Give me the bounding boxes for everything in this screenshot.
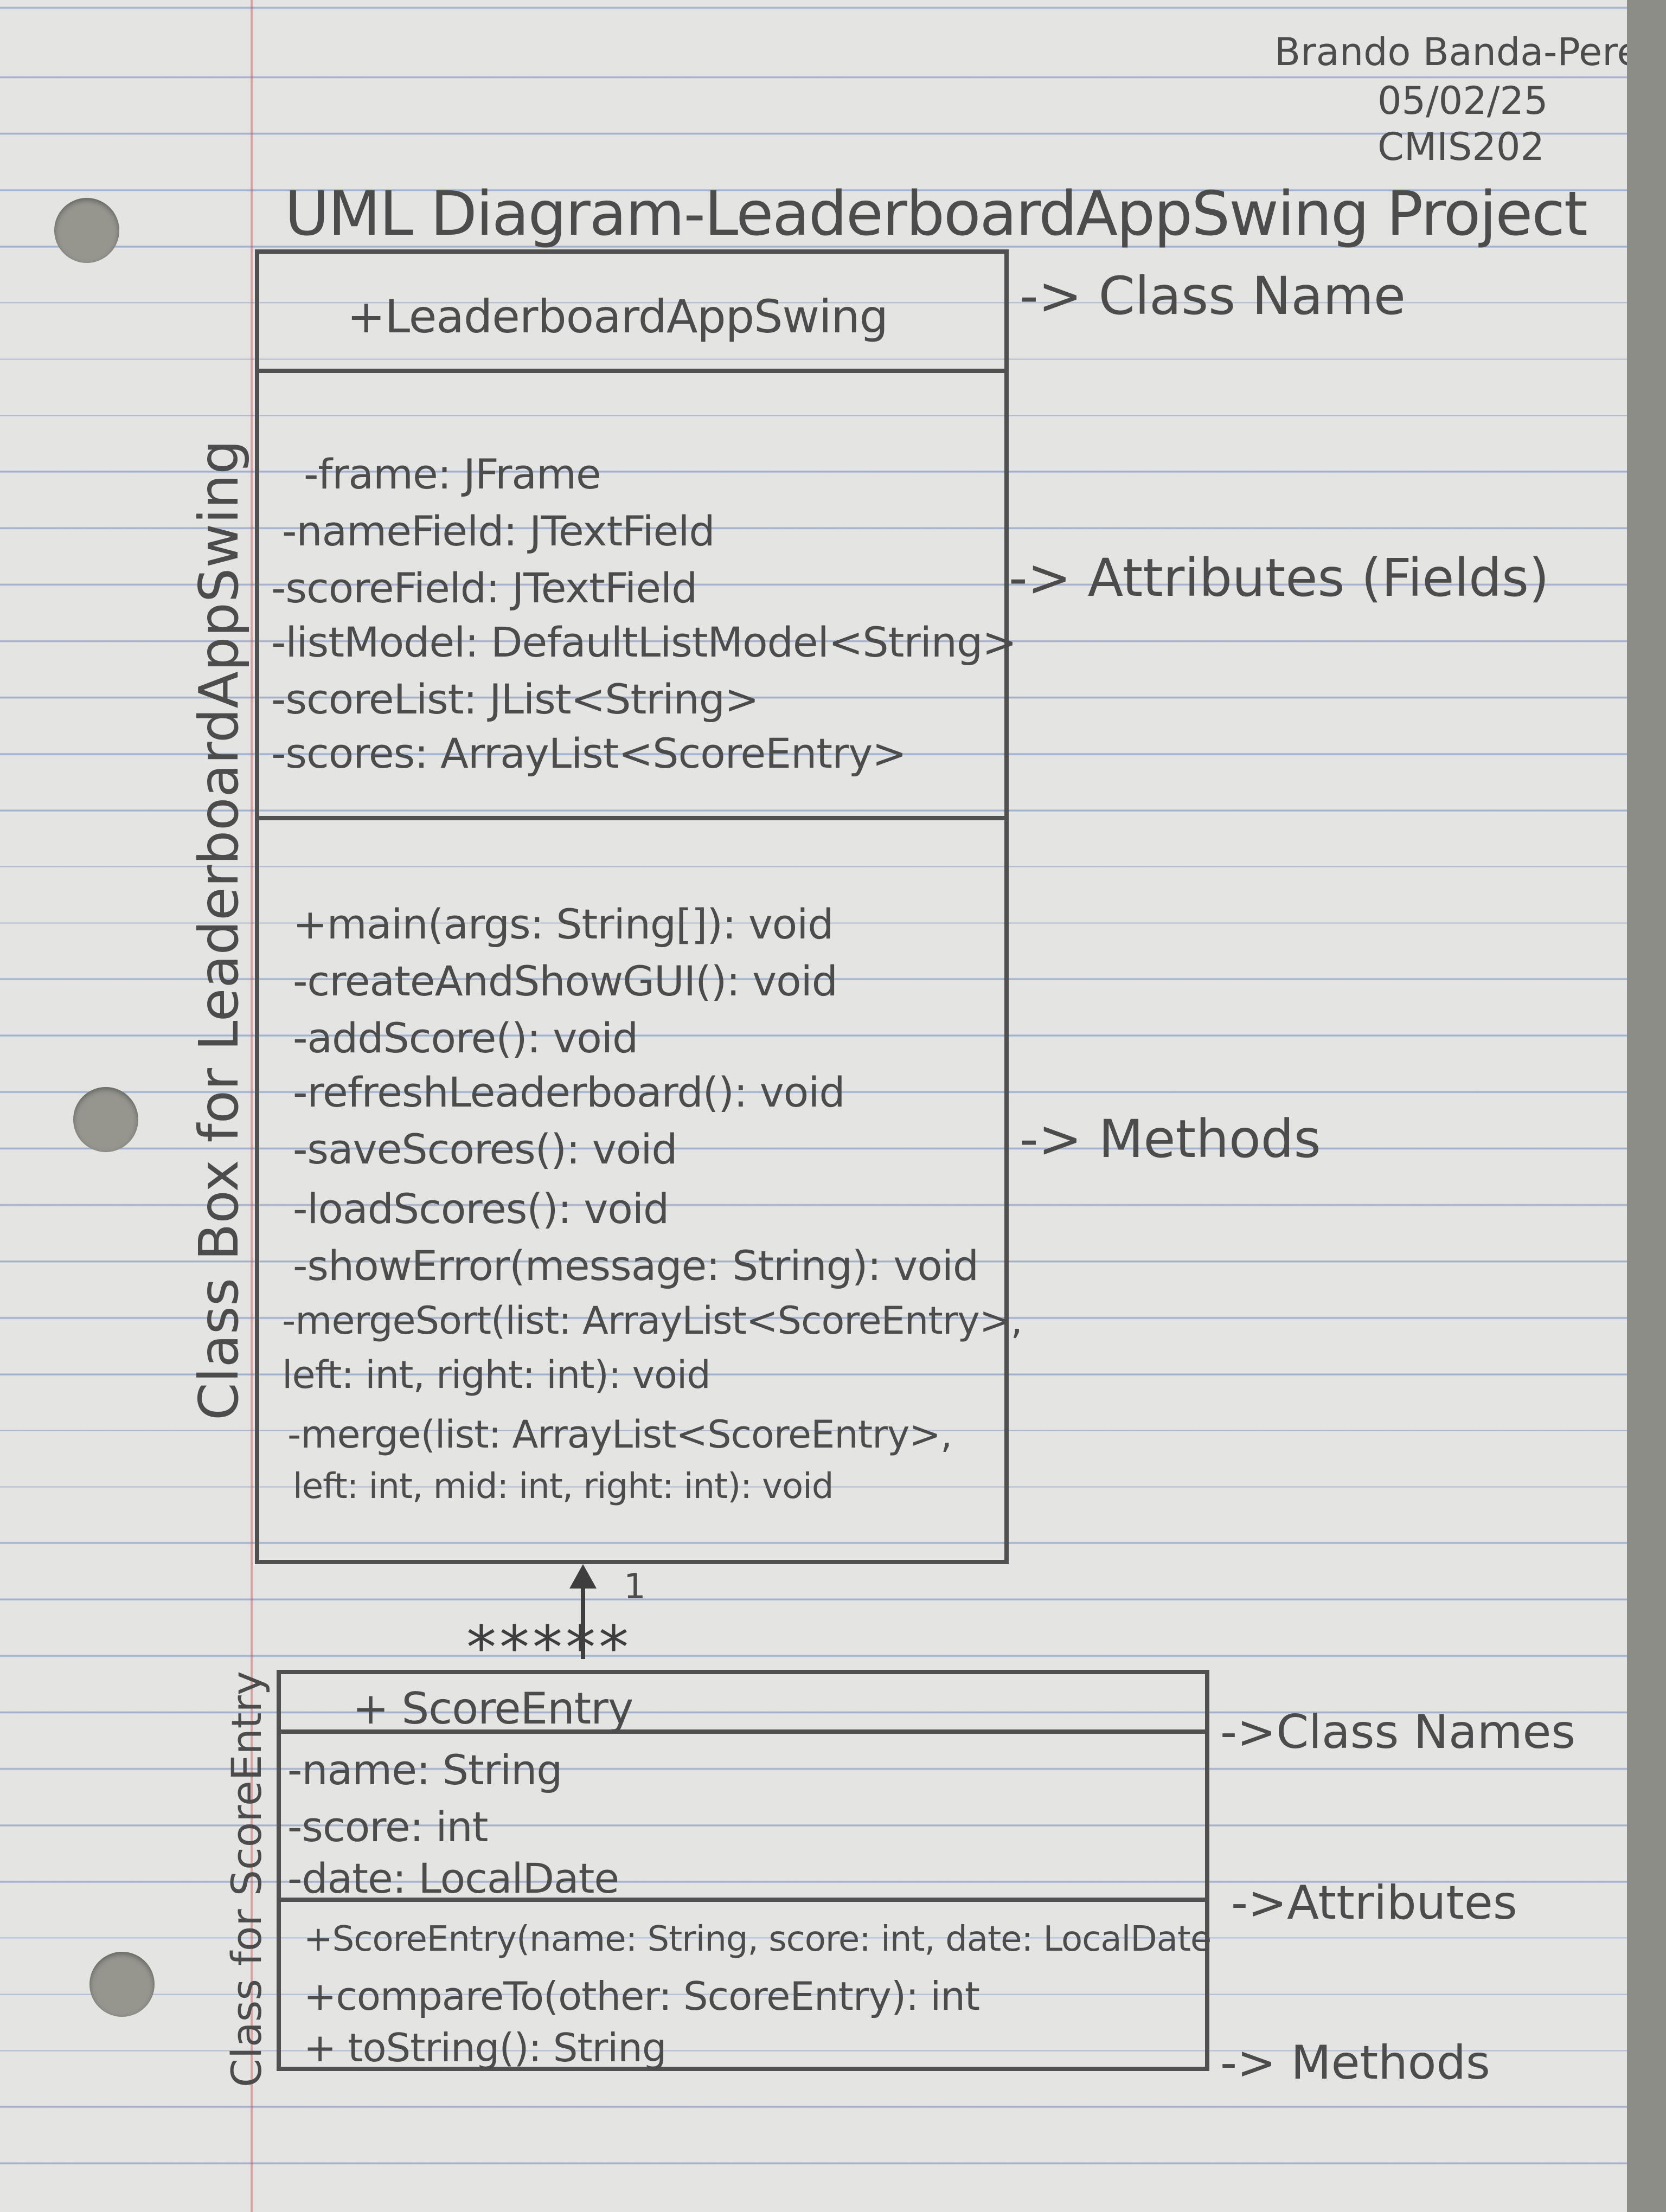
score-entry-box-caption: Class for ScoreEntry (222, 1671, 271, 2087)
diagram-title: UML Diagram-LeaderboardAppSwing Project (285, 179, 1588, 249)
method-item: -loadScores(): void (293, 1185, 669, 1233)
score-entry-class-name: + ScoreEntry (353, 1683, 633, 1734)
method-item: left: int, right: int): void (282, 1353, 711, 1397)
course-code: CMIS202 (1377, 125, 1545, 169)
method-item: + toString(): String (304, 2025, 667, 2070)
leaderboard-class-box (255, 249, 1009, 1564)
method-item: -addScore(): void (293, 1014, 638, 1062)
score-class-name-annotation: ->Class Names (1220, 1705, 1576, 1759)
attribute-item: -score: int (287, 1803, 488, 1851)
methods-annotation: -> Methods (1020, 1109, 1321, 1169)
arrow-head-icon (569, 1564, 597, 1589)
attribute-item: -name: String (287, 1746, 563, 1794)
author-name: Brando Banda-Perez (1274, 30, 1627, 74)
score-methods-annotation: -> Methods (1220, 2036, 1490, 2090)
attribute-item: -scores: ArrayList<ScoreEntry> (271, 729, 907, 777)
score-attributes-annotation: ->Attributes (1231, 1876, 1517, 1930)
method-item: -saveScores(): void (293, 1125, 678, 1173)
header-date: 05/02/25 (1377, 79, 1548, 123)
score-entry-class-box (277, 1670, 1209, 2071)
attribute-item: -nameField: JTextField (282, 507, 715, 555)
score-name-divider (277, 1729, 1209, 1734)
method-item: +ScoreEntry(name: String, score: int, da… (304, 1919, 1212, 1959)
attribute-item: -listModel: DefaultListModel<String> (271, 618, 1017, 666)
attribute-item: -scoreField: JTextField (271, 564, 697, 612)
method-item: +main(args: String[]): void (293, 900, 834, 948)
multiplicity-one: 1 (624, 1567, 646, 1607)
association-arrow (569, 1564, 597, 1659)
margin-line (251, 0, 253, 2212)
punch-hole-top (54, 198, 119, 263)
punch-hole-middle (73, 1087, 138, 1152)
attribute-item: -scoreList: JList<String> (271, 675, 759, 723)
method-item: -showError(message: String): void (293, 1242, 979, 1290)
leaderboard-class-name: +LeaderboardAppSwing (347, 290, 888, 343)
method-item: -refreshLeaderboard(): void (293, 1068, 845, 1116)
class-name-annotation: -> Class Name (1020, 266, 1406, 326)
punch-hole-bottom (89, 1952, 155, 2017)
method-item: -mergeSort(list: ArrayList<ScoreEntry>, (282, 1298, 1023, 1343)
notebook-paper: Brando Banda-Perez 05/02/25 CMIS202 UML … (0, 0, 1627, 2212)
class-name-divider (255, 369, 1009, 373)
score-attribute-method-divider (277, 1898, 1209, 1902)
attribute-item: -frame: JFrame (304, 450, 601, 498)
method-item: left: int, mid: int, right: int): void (293, 1467, 834, 1507)
attributes-annotation: -> Attributes (Fields) (1009, 548, 1549, 608)
method-item: +compareTo(other: ScoreEntry): int (304, 1973, 980, 2019)
leaderboard-box-caption: Class Box for LeaderboardAppSwing (187, 440, 251, 1420)
method-item: -createAndShowGUI(): void (293, 957, 838, 1005)
attribute-item: -date: LocalDate (287, 1854, 619, 1902)
attribute-method-divider (255, 816, 1009, 820)
method-item: -merge(list: ArrayList<ScoreEntry>, (287, 1412, 952, 1457)
